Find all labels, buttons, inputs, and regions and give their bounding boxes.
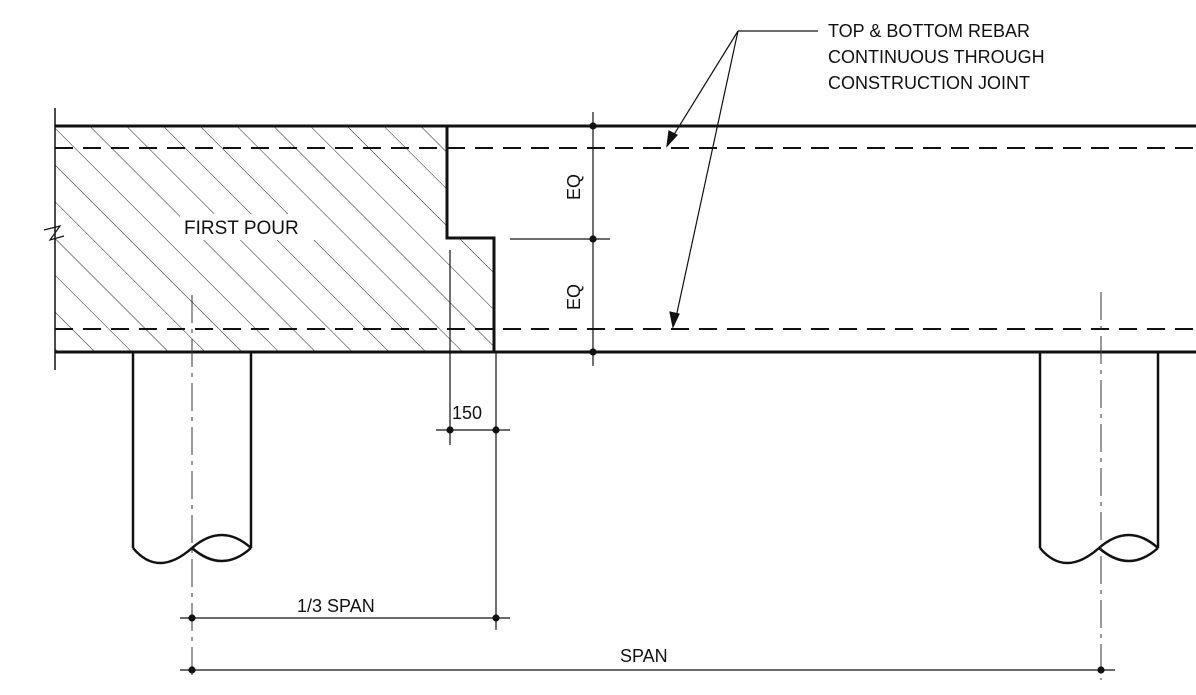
beam-outline bbox=[43, 108, 1196, 370]
note-line-2: CONTINUOUS THROUGH bbox=[828, 47, 1045, 67]
eq-dimension bbox=[510, 112, 610, 366]
construction-joint-line bbox=[445, 126, 496, 352]
left-pile bbox=[131, 352, 253, 565]
dim-third-span-label: 1/3 SPAN bbox=[297, 596, 375, 616]
note-line-3: CONSTRUCTION JOINT bbox=[828, 73, 1030, 93]
arrowhead-top bbox=[666, 130, 678, 148]
note-line-1: TOP & BOTTOM REBAR bbox=[828, 21, 1030, 41]
dim-150 bbox=[436, 250, 510, 630]
note-leaders bbox=[666, 30, 818, 329]
eq-upper-label: EQ bbox=[564, 174, 584, 200]
right-pile bbox=[1038, 352, 1160, 565]
dim-third-span bbox=[180, 614, 510, 622]
rebar-lines bbox=[55, 147, 1196, 330]
eq-lower-label: EQ bbox=[564, 284, 584, 310]
first-pour-region bbox=[55, 126, 494, 352]
first-pour-label: FIRST POUR bbox=[184, 218, 299, 239]
break-symbol bbox=[43, 225, 65, 242]
arrowhead-bottom bbox=[669, 311, 680, 329]
dim-span-label: SPAN bbox=[620, 646, 668, 666]
dim-150-label: 150 bbox=[452, 403, 482, 423]
dim-span bbox=[180, 666, 1115, 674]
